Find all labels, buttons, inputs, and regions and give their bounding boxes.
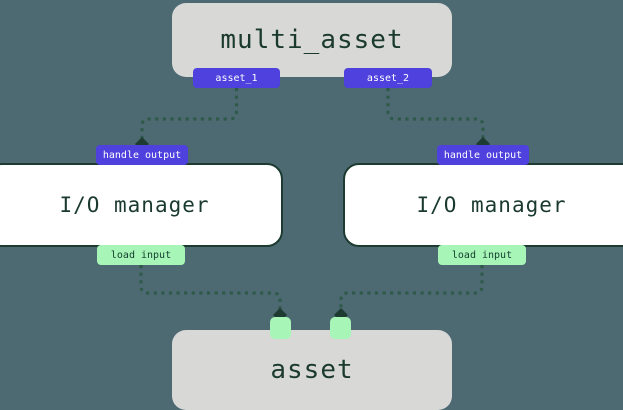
port-handle-output-right-label: handle output	[443, 149, 523, 161]
port-asset-2[interactable]: asset_2	[344, 68, 432, 88]
node-asset[interactable]: asset	[172, 330, 452, 410]
port-handle-output-left-label: handle output	[102, 149, 182, 161]
port-asset-input-1[interactable]	[270, 317, 291, 339]
edge-loadright-asset-in2	[339, 265, 484, 310]
node-io-manager-right[interactable]: I/O manager	[343, 163, 623, 247]
edge-loadleft-asset-in1	[139, 265, 282, 310]
port-load-input-left-label: load input	[110, 249, 172, 261]
port-asset-1[interactable]: asset_1	[193, 68, 280, 88]
node-multi-asset-label: multi_asset	[220, 25, 404, 55]
port-asset-1-label: asset_1	[215, 72, 258, 84]
edge-asset2-handle-right	[386, 88, 485, 138]
port-load-input-right[interactable]: load input	[438, 245, 526, 265]
port-handle-output-right[interactable]: handle output	[437, 145, 529, 165]
node-multi-asset[interactable]: multi_asset	[172, 3, 452, 77]
port-load-input-right-label: load input	[451, 249, 513, 261]
port-asset-2-label: asset_2	[366, 72, 410, 84]
edge-asset1-handle-left	[140, 88, 239, 138]
node-io-manager-right-label: I/O manager	[416, 193, 567, 217]
node-io-manager-left[interactable]: I/O manager	[0, 163, 283, 247]
port-load-input-left[interactable]: load input	[97, 245, 185, 265]
node-asset-label: asset	[270, 355, 354, 385]
port-asset-input-2[interactable]	[330, 317, 351, 339]
node-io-manager-left-label: I/O manager	[59, 193, 210, 217]
port-handle-output-left[interactable]: handle output	[96, 145, 188, 165]
